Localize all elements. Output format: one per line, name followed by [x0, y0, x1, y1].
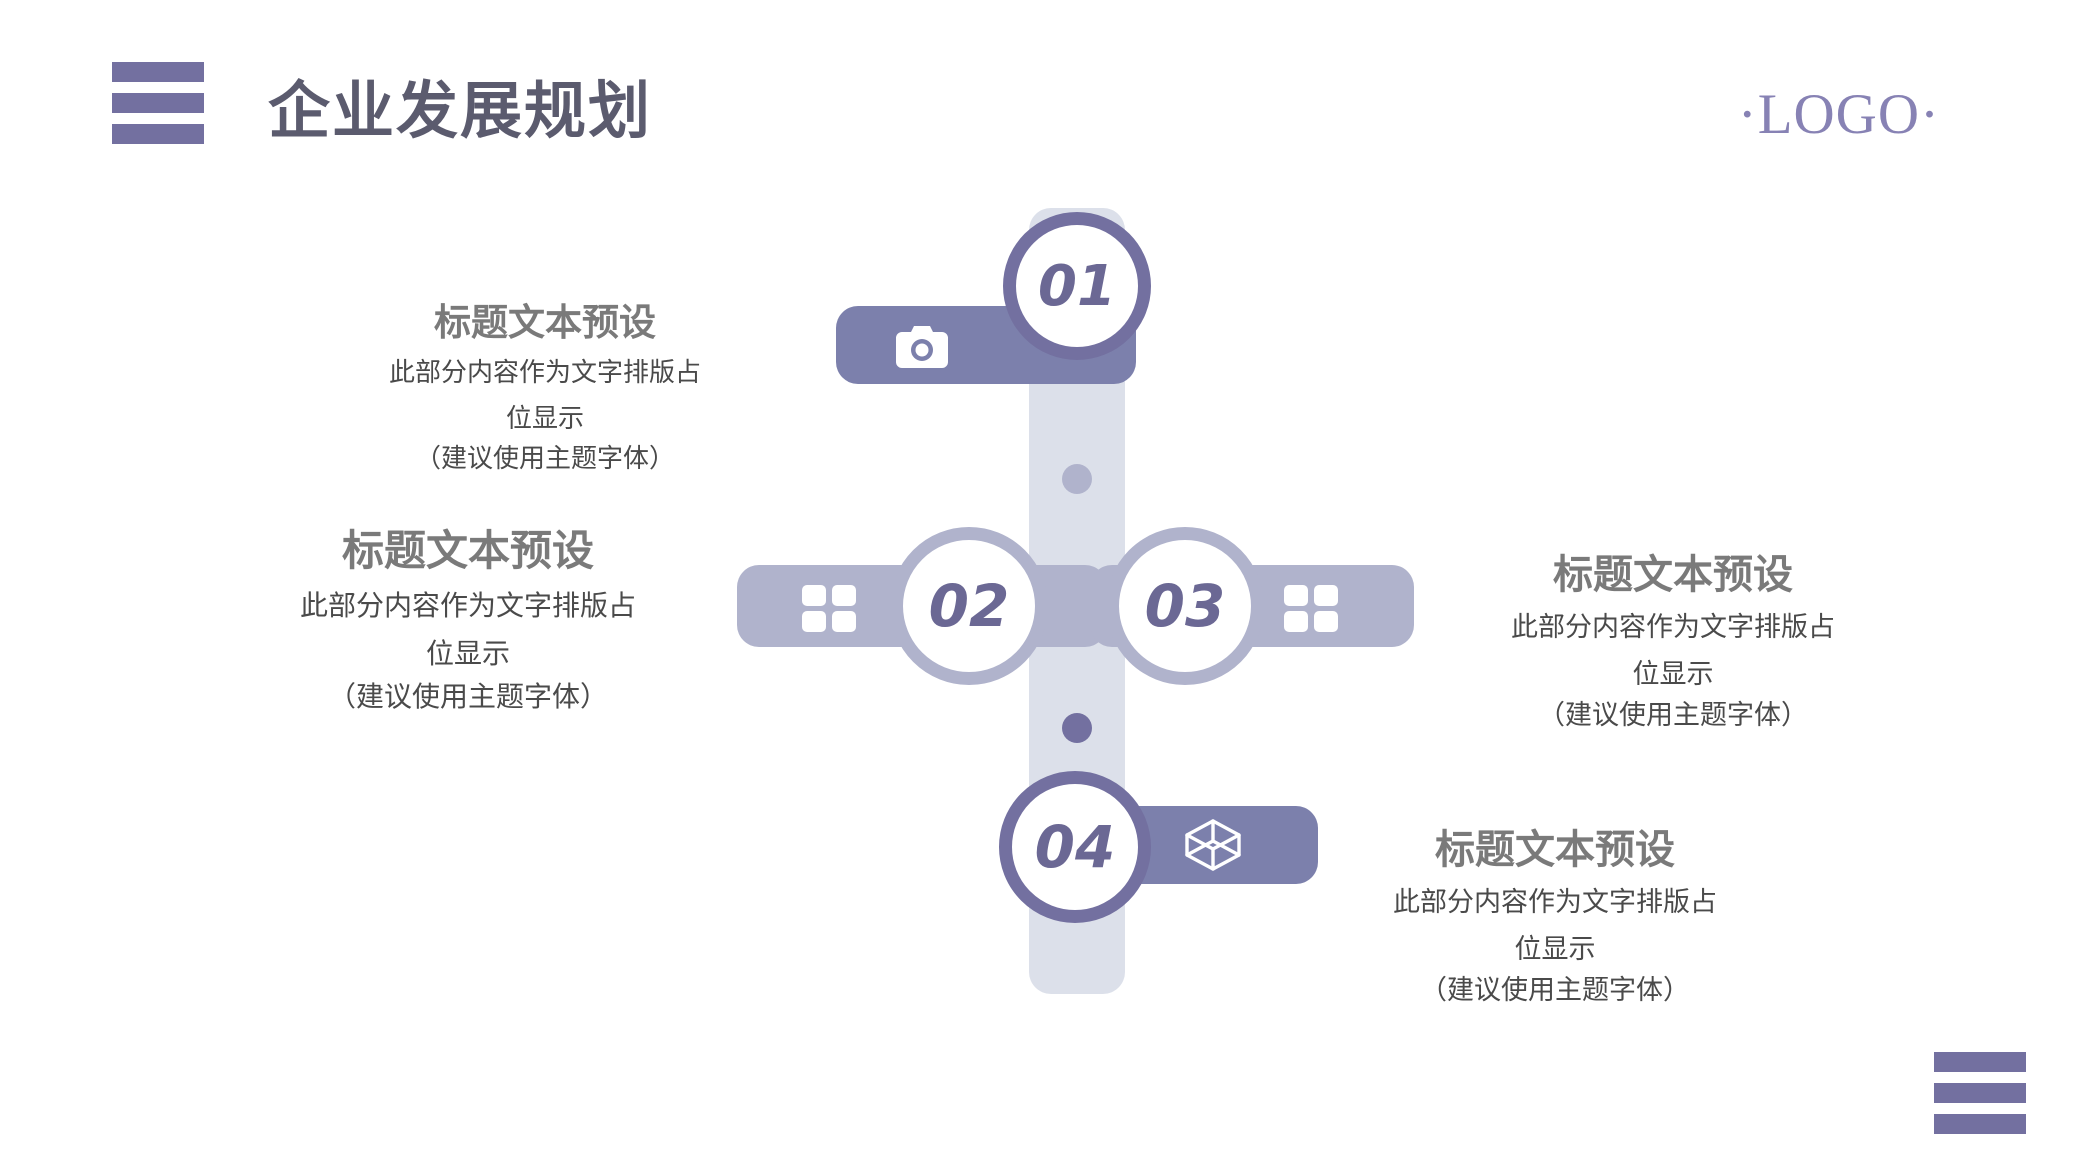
camera-icon: [896, 324, 948, 368]
hamburger-bar: [1934, 1052, 2026, 1072]
hamburger-icon[interactable]: [112, 62, 204, 144]
item-text-03: 标题文本预设 此部分内容作为文字排版占 位显示 （建议使用主题字体）: [1458, 550, 1888, 735]
item-title-04: 标题文本预设: [1435, 828, 1675, 872]
spine-dot-upper: [1062, 464, 1092, 494]
hamburger-bar: [1934, 1114, 2026, 1134]
item-body-01-line2: 位显示: [505, 402, 584, 433]
spine-dot-lower: [1062, 713, 1092, 743]
item-body-04-line2: 位显示: [1514, 934, 1596, 965]
item-body-02-line1: 此部分内容作为文字排版占: [299, 589, 636, 621]
item-note-02: （建议使用主题字体）: [327, 680, 608, 712]
hamburger-bar: [1934, 1083, 2026, 1103]
item-body-04-line1: 此部分内容作为文字排版占: [1393, 887, 1717, 917]
item-note-03: （建议使用主题字体）: [1538, 700, 1808, 731]
item-badge-02[interactable]: 02: [890, 527, 1048, 685]
item-body-03-line2: 位显示: [1632, 659, 1714, 690]
item-note-04: （建议使用主题字体）: [1420, 975, 1690, 1006]
hamburger-bar: [112, 93, 204, 113]
item-body-03-line1: 此部分内容作为文字排版占: [1511, 612, 1835, 642]
item-badge-03[interactable]: 03: [1106, 527, 1264, 685]
item-title-03: 标题文本预设: [1553, 553, 1793, 597]
item-text-01: 标题文本预设 此部分内容作为文字排版占 位显示 （建议使用主题字体）: [330, 300, 760, 477]
hamburger-icon-footer[interactable]: [1934, 1052, 2026, 1134]
item-badge-01[interactable]: 01: [1003, 212, 1151, 360]
hamburger-bar: [112, 62, 204, 82]
grid-icon: [1282, 583, 1340, 633]
cube-icon: [1184, 818, 1242, 872]
item-body-02-line2: 位显示: [425, 638, 510, 670]
grid-icon: [800, 583, 858, 633]
item-body-01-line1: 此部分内容作为文字排版占: [388, 357, 701, 388]
item-text-04: 标题文本预设 此部分内容作为文字排版占 位显示 （建议使用主题字体）: [1340, 825, 1770, 1010]
hamburger-bar: [112, 124, 204, 144]
item-title-02: 标题文本预设: [341, 527, 594, 574]
item-title-01: 标题文本预设: [434, 302, 656, 343]
item-badge-04[interactable]: 04: [999, 771, 1151, 923]
page-title: 企业发展规划: [268, 77, 653, 146]
item-note-01: （建议使用主题字体）: [414, 442, 675, 473]
logo: ·LOGO·: [1737, 83, 1940, 146]
item-text-02: 标题文本预设 此部分内容作为文字排版占 位显示 （建议使用主题字体）: [248, 525, 688, 717]
